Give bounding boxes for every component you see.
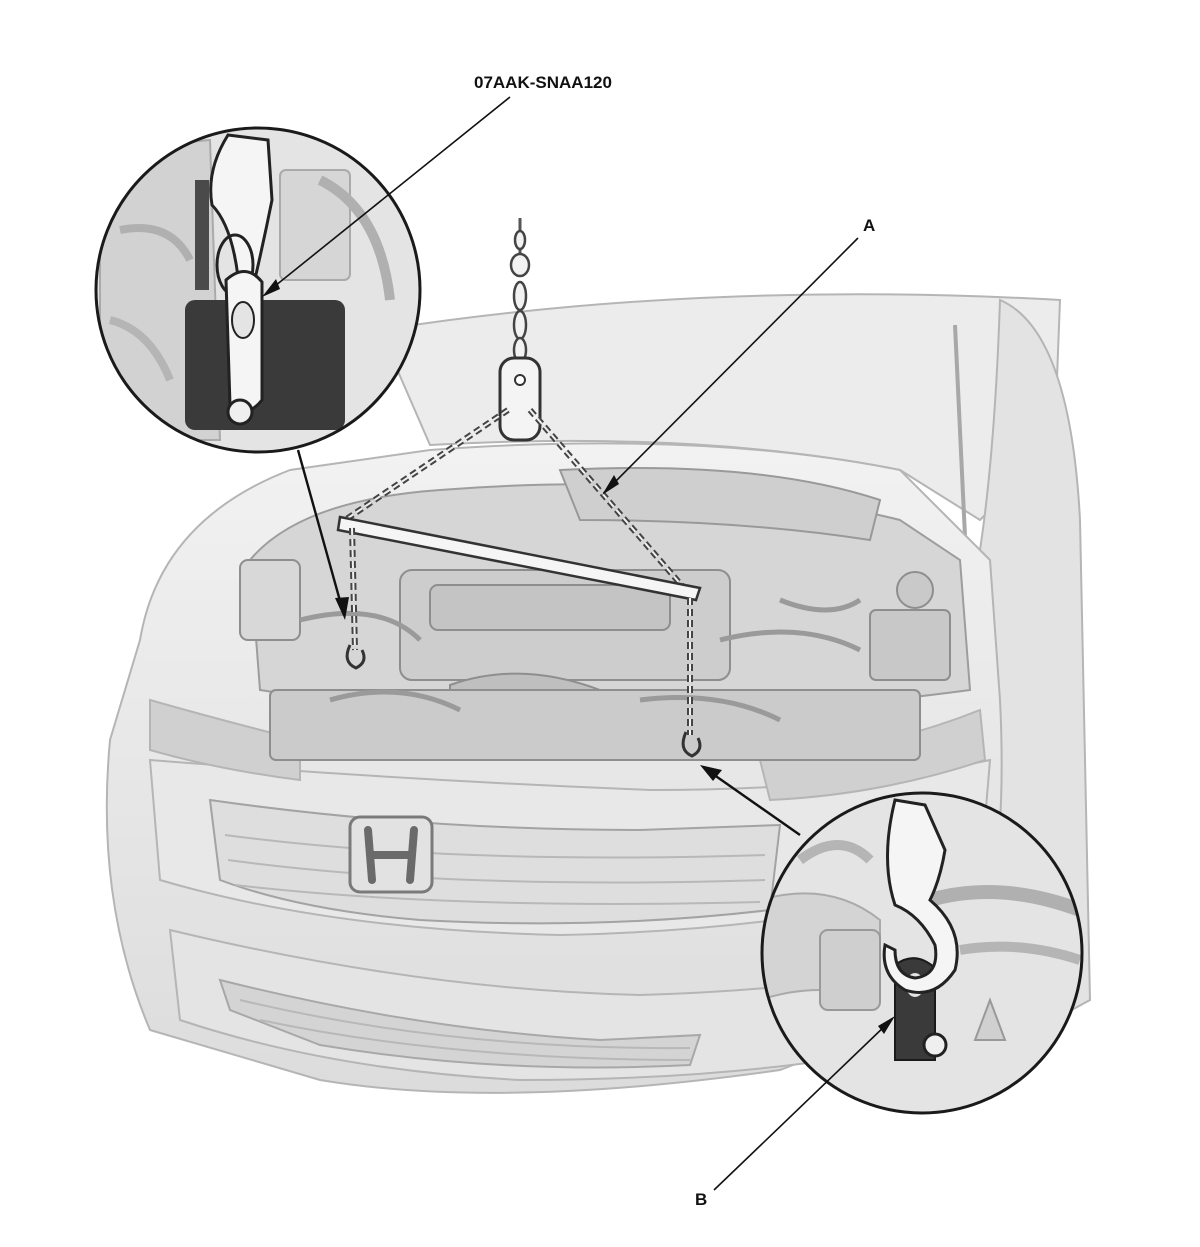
leader-part-number: [269, 96, 511, 291]
spreader-bar: [336, 515, 702, 602]
grille-slats: [224, 834, 766, 1061]
engine-hoist-rig: [336, 218, 702, 758]
engine-hoses: [299, 597, 862, 723]
pointer-left-inset: [296, 449, 344, 609]
engine-components: [239, 559, 951, 761]
detail-slinger-hook: [209, 133, 274, 302]
honda-logo-icon: [348, 815, 434, 894]
detail-bolt: [226, 398, 254, 426]
radiator-support: [269, 689, 921, 761]
pulley-pin: [514, 374, 526, 386]
hanger-bracket-inset: [760, 791, 1084, 1115]
callout-a-label: A: [863, 216, 876, 235]
right-hook: [681, 731, 702, 758]
detail-engine-bracket: [224, 270, 264, 413]
coolant-tank: [239, 559, 301, 641]
detail-hook: [882, 798, 959, 994]
tool-part-number-label: 07AAK-SNAA120: [474, 73, 612, 92]
leader-lines: [262, 96, 895, 1191]
cowl-panel: [558, 467, 882, 542]
upper-chain: [509, 229, 531, 364]
strut-top: [896, 571, 934, 609]
left-hook: [345, 644, 366, 670]
callout-b-label: B: [695, 1190, 708, 1209]
detail-hanger-bolt: [922, 1032, 948, 1058]
left-headlight: [149, 698, 301, 782]
pulley-block: [498, 356, 542, 442]
leader-a: [609, 237, 859, 488]
cylinder-head-cover: [429, 584, 671, 631]
pointer-right-inset: [709, 771, 801, 836]
fuse-box: [869, 609, 951, 681]
slinger-hook-inset: [94, 126, 422, 454]
leader-b: [713, 1022, 889, 1191]
